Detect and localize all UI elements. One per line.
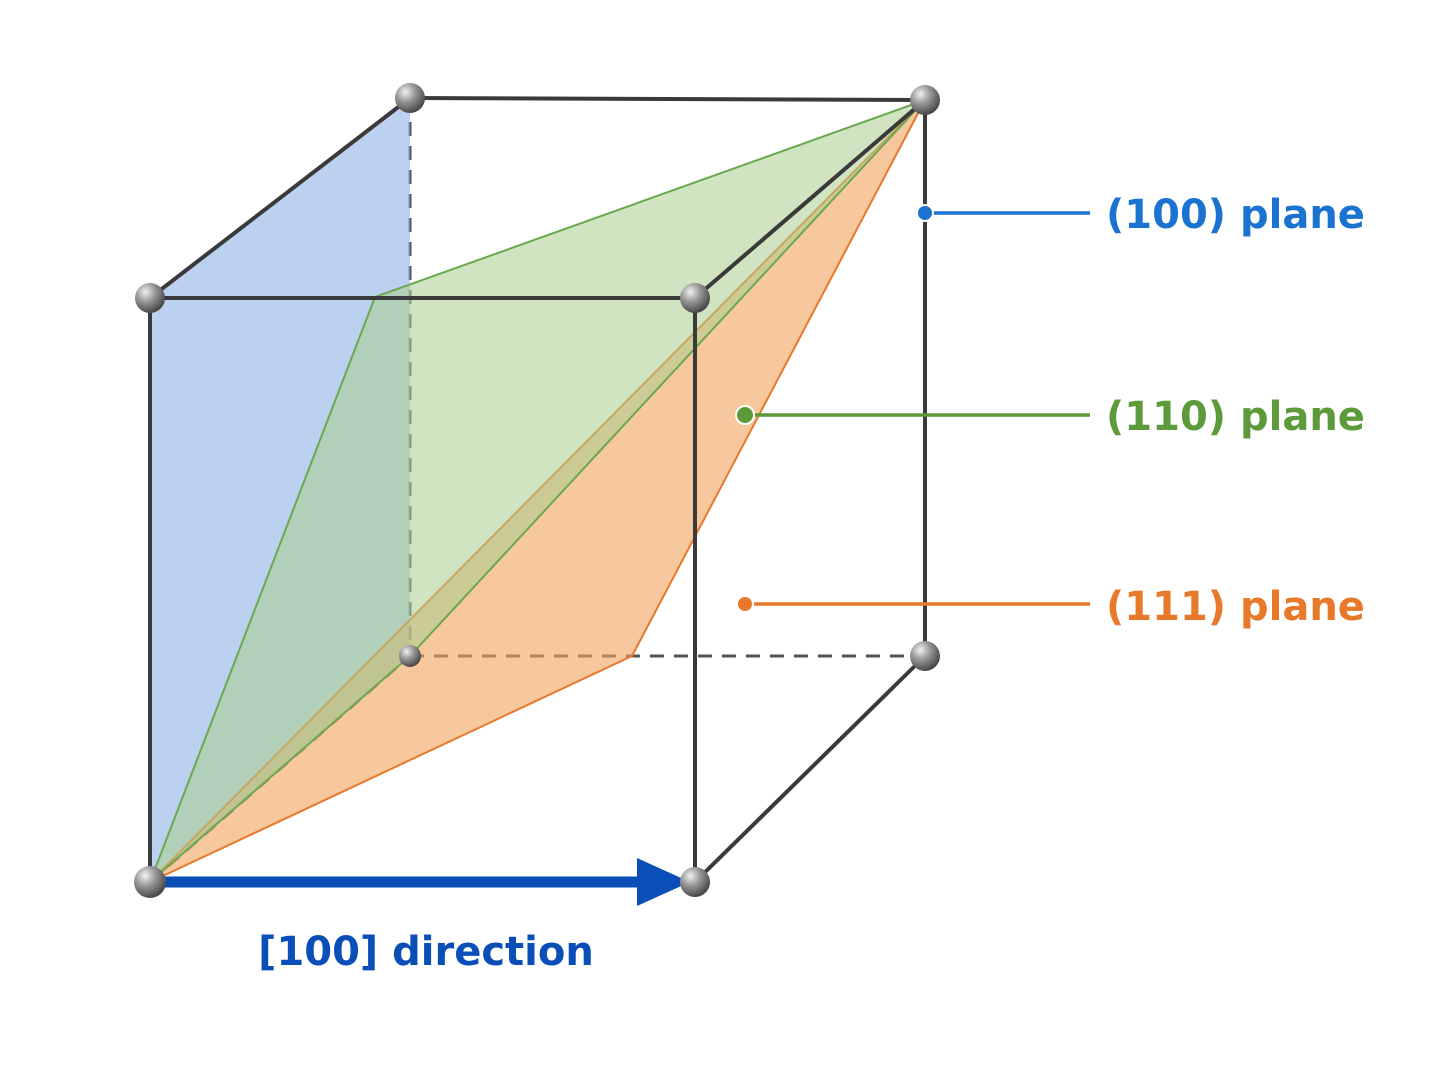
atom: [395, 83, 425, 113]
plane-100-callout-dot: [916, 204, 934, 222]
atom: [399, 645, 421, 667]
plane-110-callout-dot: [735, 405, 755, 425]
atom: [910, 85, 940, 115]
plane-111-label: (111) plane: [1106, 584, 1365, 630]
atoms: [134, 83, 940, 898]
atom: [680, 867, 710, 897]
direction-100-arrowhead: [637, 858, 690, 906]
plane-100-label: (100) plane: [1106, 192, 1365, 238]
direction-100-label: [100] direction: [258, 929, 594, 975]
atom: [134, 866, 166, 898]
atom: [135, 283, 165, 313]
edge-top-left: [148, 96, 412, 300]
edge-top-right: [693, 98, 927, 300]
atom: [910, 641, 940, 671]
edge-top-back: [409, 96, 926, 102]
atom: [680, 283, 710, 313]
cube-solid-edges: [148, 96, 927, 884]
plane-110-label: (110) plane: [1106, 394, 1365, 440]
plane-111-callout-dot: [736, 595, 754, 613]
edge-bottom-right: [693, 654, 927, 884]
